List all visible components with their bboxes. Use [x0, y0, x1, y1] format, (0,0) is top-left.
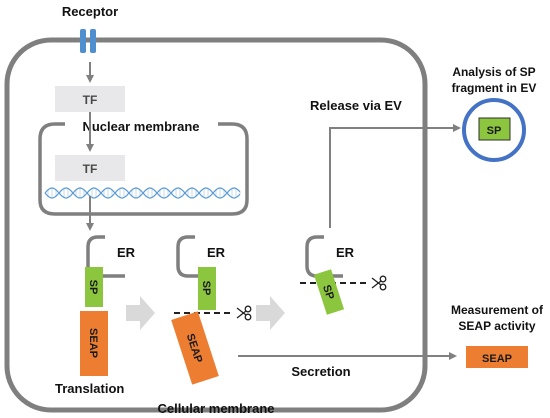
translation-label: Translation — [55, 381, 124, 396]
stage-arrow-1 — [126, 296, 155, 330]
sp-label-2: SP — [200, 281, 212, 296]
sp-box-3: SP — [313, 269, 345, 315]
dna-icon — [44, 187, 241, 199]
measurement-label-line1: Measurement of — [451, 303, 544, 317]
sp-box-1 — [85, 267, 103, 307]
er-label-2: ER — [207, 245, 226, 260]
tf-label-cytoplasm: TF — [83, 93, 98, 107]
cellular-membrane-label: Cellular membrane — [157, 401, 274, 416]
secretion-label: Secretion — [291, 364, 350, 379]
dna-strand — [44, 187, 241, 199]
seap-box-2: SEAP — [171, 311, 219, 385]
tf-label-nucleus: TF — [83, 162, 98, 176]
analysis-label-line2: fragment in EV — [452, 81, 537, 95]
seap-measure-label: SEAP — [482, 353, 512, 365]
er-label-1: ER — [117, 245, 136, 260]
nuclear-membrane — [38, 122, 249, 216]
ev-sp-box — [478, 117, 511, 141]
er-membrane-3 — [305, 235, 343, 278]
seap-measure-box — [466, 346, 528, 368]
scissors-icon — [371, 275, 387, 291]
scissors-icon — [236, 305, 252, 321]
sp-label-3: SP — [320, 283, 336, 301]
sp-box-2 — [198, 267, 216, 310]
er-label-3: ER — [336, 245, 355, 260]
analysis-label-line1: Analysis of SP — [452, 65, 535, 79]
nuclear-membrane-label: Nuclear membrane — [82, 119, 199, 134]
release-via-ev-label: Release via EV — [310, 98, 402, 113]
ev-sp-label: SP — [487, 125, 502, 137]
release-via-ev-arrow — [329, 124, 461, 228]
tf-box-nucleus — [55, 155, 125, 181]
dna-strand — [44, 187, 241, 199]
measurement-label-line2: SEAP activity — [458, 319, 535, 333]
receptor-label: Receptor — [62, 4, 118, 19]
seap-box-1 — [80, 311, 108, 376]
er-membrane-2 — [176, 235, 215, 278]
cellular-membrane — [4, 37, 428, 413]
receptor-icon — [80, 29, 96, 53]
sp-label-1: SP — [87, 280, 99, 295]
seap-label-1: SEAP — [87, 328, 99, 358]
stage-arrow-2 — [256, 296, 285, 330]
tf-box-cytoplasm — [55, 86, 125, 112]
